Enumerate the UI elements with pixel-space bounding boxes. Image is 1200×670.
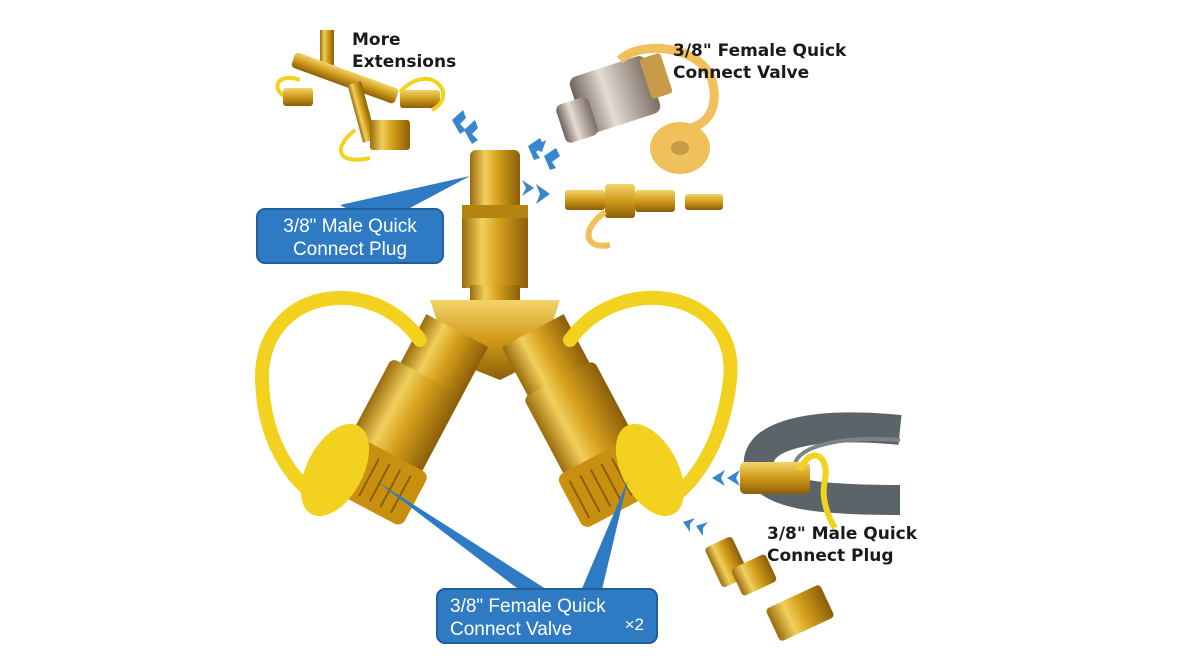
arrow-left-lower-icon	[683, 518, 708, 536]
female-valve-chrome-image	[556, 43, 719, 174]
arrow-up-right-icon	[528, 138, 560, 170]
female-valve-callout: 3/8" Female Quick Connect Valve ×2	[436, 588, 658, 644]
male-plug-callout: 3/8" Male Quick Connect Plug	[256, 208, 444, 264]
extensions-image	[275, 30, 446, 162]
female-valve-callout-pointer-left	[375, 480, 560, 598]
arrow-up-left-icon	[452, 110, 478, 144]
direction-arrows	[452, 110, 740, 536]
more-extensions-label: More Extensions	[352, 30, 457, 72]
female-valve-callout-pointer-right	[578, 480, 628, 598]
male-plug-right-label: 3/8" Male Quick Connect Plug	[767, 524, 918, 566]
quantity-badge: ×2	[624, 615, 644, 634]
hose-image	[740, 412, 902, 530]
female-valve-top-label: 3/8" Female Quick Connect Valve	[673, 41, 847, 83]
y-adapter-image	[254, 150, 738, 527]
loose-male-plug-image	[705, 537, 834, 641]
arrow-right-icon	[522, 180, 550, 204]
small-connector-set-image	[565, 184, 723, 249]
arrow-left-icon	[712, 470, 740, 486]
